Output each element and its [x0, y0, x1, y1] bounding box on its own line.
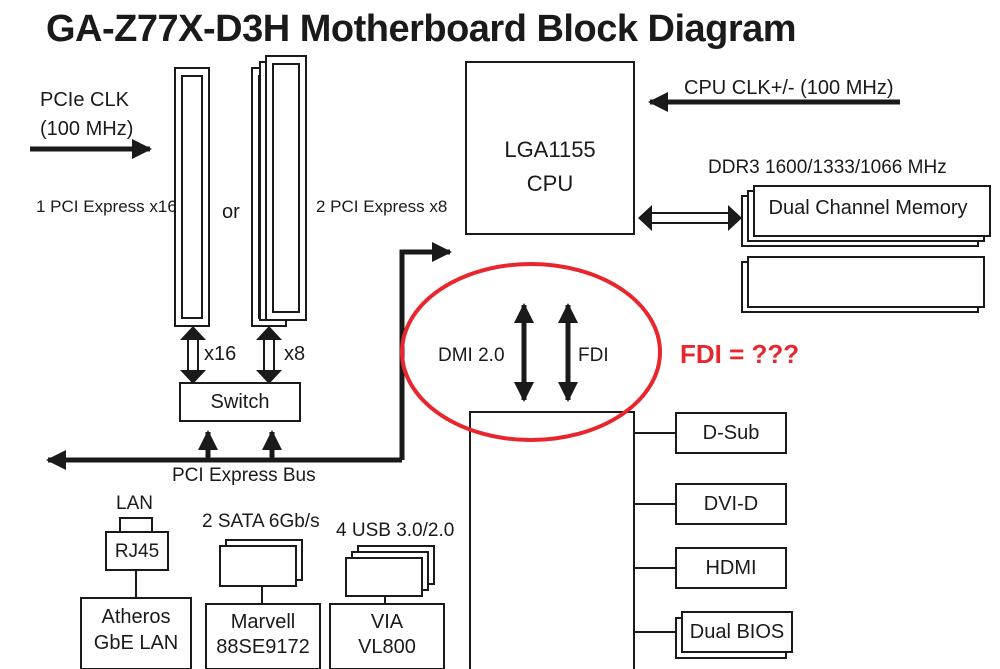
usb-connectors	[345, 545, 435, 597]
pci-express-bus-label: PCI Express Bus	[172, 465, 316, 486]
lan-connector	[119, 517, 153, 533]
dual-bios-boxes	[675, 611, 793, 659]
marvell-box	[205, 603, 321, 669]
fdi-label: FDI	[578, 345, 609, 366]
switch-label: Switch	[210, 391, 270, 413]
cpu-label: CPU	[526, 171, 574, 196]
pcie-clk-frequency: (100 MHz)	[40, 118, 134, 140]
pcie-x16-slot	[174, 67, 210, 327]
sata-label: 2 SATA 6Gb/s	[202, 511, 320, 532]
memory-label: Dual Channel Memory	[768, 197, 968, 219]
dmi-label: DMI 2.0	[438, 345, 505, 366]
atheros-box	[80, 597, 192, 669]
fdi-annotation: FDI = ???	[680, 339, 800, 369]
output-hdmi-label: HDMI	[705, 557, 757, 579]
memory-modules	[741, 185, 991, 313]
lan-label: LAN	[116, 493, 153, 514]
cpu-clk-label: CPU CLK+/- (100 MHz)	[684, 77, 894, 99]
pcie-x8-slots	[251, 55, 307, 327]
atheros-function-label: GbE LAN	[93, 632, 179, 654]
switch-box	[179, 382, 301, 422]
output-dsub-label: D-Sub	[702, 422, 760, 444]
ddr3-label: DDR3 1600/1333/1066 MHz	[708, 157, 947, 178]
output-dual-bios-label: Dual BIOS	[689, 621, 785, 643]
pcie-clk-label: PCIe CLK	[40, 89, 129, 111]
via-model-label: VL800	[358, 636, 416, 658]
via-box	[329, 603, 445, 669]
or-label: or	[222, 201, 240, 223]
x16-link-label: x16	[204, 343, 237, 365]
pcie-x8-label: 2 PCI Express x8	[316, 197, 448, 216]
sata-connectors	[219, 539, 303, 587]
via-chip-label: VIA	[370, 611, 404, 633]
rj45-label: RJ45	[114, 541, 160, 562]
fdi-highlight-ellipse	[400, 262, 662, 442]
output-dvid-label: DVI-D	[703, 493, 759, 515]
diagram-title: GA-Z77X-D3H Motherboard Block Diagram	[46, 8, 797, 50]
x8-link-label: x8	[284, 343, 306, 365]
hdmi-box	[675, 547, 787, 589]
rj45-box	[105, 531, 169, 571]
cpu-socket-label: LGA1155	[504, 137, 596, 162]
usb-label: 4 USB 3.0/2.0	[336, 520, 455, 541]
chipset-box	[469, 411, 635, 669]
marvell-model-label: 88SE9172	[216, 636, 310, 658]
dsub-box	[675, 412, 787, 454]
cpu-box	[465, 61, 635, 235]
pcie-x16-label: 1 PCI Express x16	[36, 197, 177, 216]
atheros-chip-label: Atheros	[101, 606, 171, 628]
marvell-chip-label: Marvell	[230, 611, 296, 633]
